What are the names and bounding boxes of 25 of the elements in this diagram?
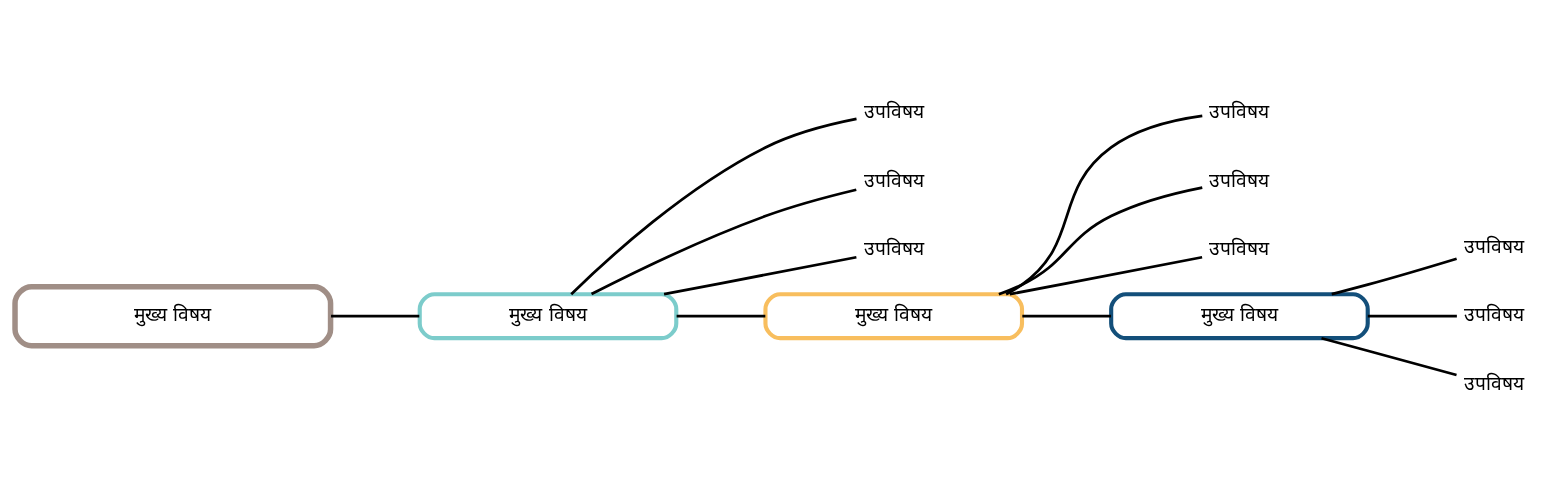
connector: [676, 314, 766, 318]
connector: [998, 186, 1203, 296]
node-text: उपविषय: [1209, 168, 1270, 192]
node-text: उपविषय: [1209, 100, 1270, 124]
connector: [1022, 314, 1112, 318]
node-text: उपविषय: [1209, 237, 1270, 261]
connector: [1321, 336, 1457, 377]
node-text: उपविषय: [863, 237, 924, 261]
connector: [331, 314, 420, 318]
connector: [1367, 314, 1457, 318]
connector: [1331, 257, 1458, 296]
node-box: मुख्य विषय: [12, 284, 334, 349]
node-text: उपविषय: [863, 100, 924, 124]
connector: [570, 117, 857, 296]
connector: [1005, 114, 1203, 296]
connector: [663, 255, 857, 296]
node-text: उपविषय: [1463, 371, 1524, 395]
connector: [1009, 255, 1203, 296]
node-box: मुख्य विषय: [1109, 292, 1370, 341]
node-text: उपविषय: [863, 168, 924, 192]
node-box: मुख्य विषय: [417, 292, 679, 341]
node-text: उपविषय: [1463, 303, 1524, 327]
connector: [590, 188, 857, 296]
node-box: मुख्य विषय: [763, 292, 1025, 341]
node-text: उपविषय: [1463, 234, 1524, 258]
